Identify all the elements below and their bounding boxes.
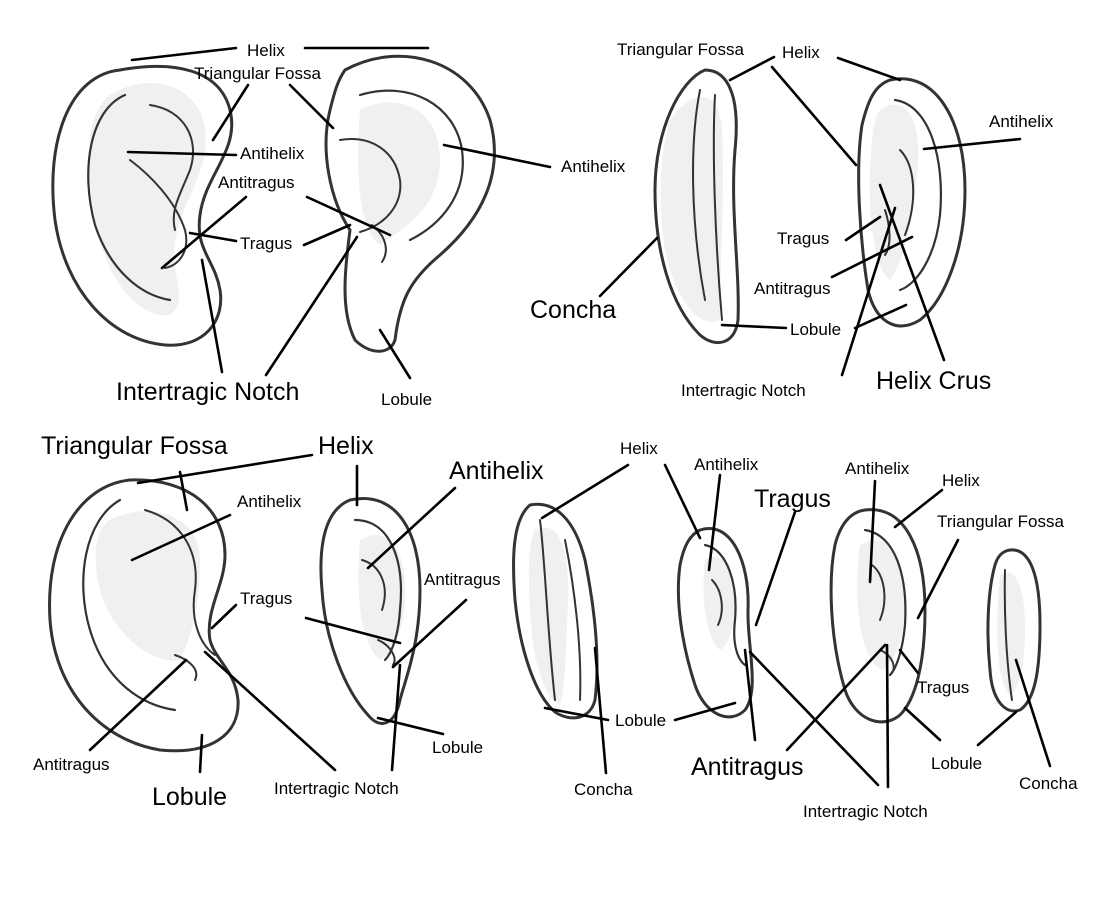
label-antihelix: Antihelix [694,455,759,474]
label-antihelix: Antihelix [845,459,910,478]
label-antitragus: Antitragus [218,173,295,192]
label-intertragic-notch: Intertragic Notch [274,779,399,798]
labels: Helix Triangular Fossa Antihelix Antitra… [33,40,1078,821]
label-concha: Concha [1019,774,1078,793]
label-antitragus: Antitragus [424,570,501,589]
label-tragus: Tragus [240,589,292,608]
label-antitragus: Antitragus [33,755,110,774]
label-helix-crus: Helix Crus [876,367,991,395]
label-lobule: Lobule [790,320,841,339]
label-antihelix: Antihelix [449,457,544,485]
label-triangular-fossa: Triangular Fossa [937,512,1064,531]
ear-drawing-front-left [51,64,234,347]
label-lobule: Lobule [432,738,483,757]
ear-drawing-front-right [324,54,496,353]
label-antihelix: Antihelix [240,144,305,163]
label-helix: Helix [942,471,980,490]
ear-drawing-bottom-left [48,478,240,753]
ear-drawing-bottom-profile [512,502,599,720]
label-intertragic-notch: Intertragic Notch [803,802,928,821]
label-triangular-fossa: Triangular Fossa [617,40,744,59]
label-tragus: Tragus [917,678,969,697]
label-triangular-fossa: Triangular Fossa [194,64,321,83]
label-intertragic-notch: Intertragic Notch [116,378,299,406]
ear-drawing-bottom-small [676,527,754,719]
label-helix: Helix [782,43,820,62]
label-antitragus: Antitragus [754,279,831,298]
label-lobule: Lobule [931,754,982,773]
label-intertragic-notch: Intertragic Notch [681,381,806,400]
label-lobule: Lobule [152,783,227,811]
label-concha: Concha [574,780,633,799]
ear-drawings [48,54,1042,753]
label-tragus: Tragus [240,234,292,253]
label-tragus: Tragus [777,229,829,248]
ear-drawing-bottom-tall [829,508,927,724]
label-concha: Concha [530,296,616,324]
leader-lines [88,46,1052,789]
ear-drawing-profile-narrow [653,68,740,344]
label-triangular-fossa: Triangular Fossa [41,432,228,460]
label-lobule: Lobule [615,711,666,730]
label-antihelix: Antihelix [989,112,1054,131]
ear-drawing-three-quarter [857,77,967,328]
label-antitragus: Antitragus [691,753,804,781]
label-antihelix: Antihelix [561,157,626,176]
label-lobule: Lobule [381,390,432,409]
label-helix: Helix [318,432,374,460]
ear-drawing-bottom-right-profile [986,548,1042,713]
label-helix: Helix [620,439,658,458]
label-antihelix: Antihelix [237,492,302,511]
label-tragus: Tragus [754,485,831,513]
label-helix: Helix [247,41,285,60]
